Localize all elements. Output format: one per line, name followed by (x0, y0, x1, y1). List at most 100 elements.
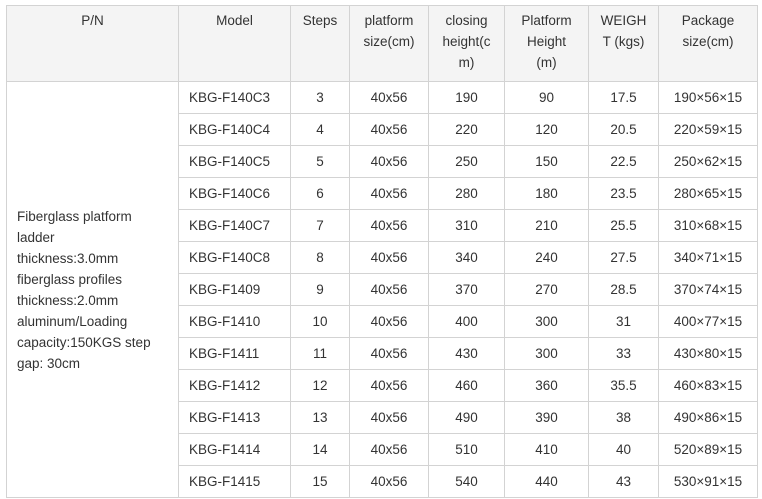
pn-description-line: aluminum/Loading (17, 313, 128, 329)
weight-cell: 40 (588, 433, 659, 466)
header-label: T (kgs) (602, 34, 645, 49)
pn-description-line: capacity:150KGS step (17, 334, 151, 350)
weight-cell: 43 (588, 465, 659, 498)
steps-cell: 3 (290, 81, 350, 114)
platform-height-cell: 300 (504, 305, 589, 338)
package-size-cell: 400×77×15 (658, 305, 758, 338)
header-label: m) (458, 55, 475, 70)
closing-height-cell: 430 (428, 337, 505, 370)
model-cell: KBG-F1409 (178, 273, 291, 306)
platform-height-cell: 360 (504, 369, 589, 402)
steps-cell: 9 (290, 273, 350, 306)
model-cell: KBG-F140C6 (178, 177, 291, 210)
package-size-cell: 280×65×15 (658, 177, 758, 210)
steps-cell: 8 (290, 241, 350, 274)
platform-height-cell: 180 (504, 177, 589, 210)
package-size-cell: 490×86×15 (658, 401, 758, 434)
platform-size-cell: 40x56 (349, 113, 429, 146)
pn-description-line: fiberglass profiles (17, 271, 123, 287)
weight-cell: 31 (588, 305, 659, 338)
weight-cell: 27.5 (588, 241, 659, 274)
pn-description-line: thickness:3.0mm (17, 250, 119, 266)
platform-height-cell: 240 (504, 241, 589, 274)
table-row: Fiberglass platform ladder thickness:3.0mm… (6, 81, 758, 498)
platform-size-cell: 40x56 (349, 465, 429, 498)
header-label: Model (216, 13, 253, 28)
model-cell: KBG-F1413 (178, 401, 291, 434)
header-label: Package (681, 13, 735, 28)
platform-size-cell: 40x56 (349, 177, 429, 210)
closing-height-cell: 510 (428, 433, 505, 466)
closing-height-cell: 370 (428, 273, 505, 306)
pn-description-line: Fiberglass platform (17, 208, 132, 224)
pn-description-line: thickness:2.0mm (17, 292, 119, 308)
package-size-cell: 370×74×15 (658, 273, 758, 306)
model-cell: KBG-F1414 (178, 433, 291, 466)
platform-size-cell: 40x56 (349, 433, 429, 466)
closing-height-cell: 220 (428, 113, 505, 146)
model-cell: KBG-F140C4 (178, 113, 291, 146)
steps-cell: 15 (290, 465, 350, 498)
package-size-cell: 520×89×15 (658, 433, 758, 466)
package-size-cell: 190×56×15 (658, 81, 758, 114)
header-label: P/N (81, 13, 104, 28)
platform-height-cell: 270 (504, 273, 589, 306)
closing-height-cell: 190 (428, 81, 505, 114)
model-cell: KBG-F140C3 (178, 81, 291, 114)
header-label: WEIGH (600, 13, 647, 28)
closing-height-cell: 490 (428, 401, 505, 434)
platform-size-cell: 40x56 (349, 273, 429, 306)
closing-height-cell: 340 (428, 241, 505, 274)
header-label: (m) (536, 55, 557, 70)
header-model: Model (178, 5, 291, 82)
closing-height-cell: 280 (428, 177, 505, 210)
weight-cell: 28.5 (588, 273, 659, 306)
platform-size-cell: 40x56 (349, 81, 429, 114)
model-cell: KBG-F140C7 (178, 209, 291, 242)
platform-height-cell: 150 (504, 145, 589, 178)
model-cell: KBG-F1410 (178, 305, 291, 338)
platform-height-cell: 390 (504, 401, 589, 434)
pn-description-cell: Fiberglass platform ladder thickness:3.0mm… (6, 81, 179, 498)
steps-cell: 4 (290, 113, 350, 146)
header-label: size(cm) (682, 34, 734, 49)
header-package-size: Package size(cm) (658, 5, 758, 82)
platform-height-cell: 210 (504, 209, 589, 242)
platform-height-cell: 90 (504, 81, 589, 114)
header-weight: WEIGH T (kgs) (588, 5, 659, 82)
steps-cell: 13 (290, 401, 350, 434)
steps-cell: 11 (290, 337, 350, 370)
closing-height-cell: 400 (428, 305, 505, 338)
package-size-cell: 220×59×15 (658, 113, 758, 146)
header-pn: P/N (6, 5, 179, 82)
platform-size-cell: 40x56 (349, 305, 429, 338)
package-size-cell: 250×62×15 (658, 145, 758, 178)
table-body: Fiberglass platform ladder thickness:3.0mm… (6, 81, 758, 498)
package-size-cell: 460×83×15 (658, 369, 758, 402)
weight-cell: 33 (588, 337, 659, 370)
platform-size-cell: 40x56 (349, 401, 429, 434)
steps-cell: 6 (290, 177, 350, 210)
header-label: height(c (442, 34, 491, 49)
pn-description-line: gap: 30cm (17, 355, 81, 371)
closing-height-cell: 540 (428, 465, 505, 498)
header-label: platform (364, 13, 414, 28)
closing-height-cell: 460 (428, 369, 505, 402)
pn-description-line: ladder (17, 229, 55, 245)
steps-cell: 7 (290, 209, 350, 242)
header-label: closing (445, 13, 488, 28)
weight-cell: 25.5 (588, 209, 659, 242)
platform-size-cell: 40x56 (349, 209, 429, 242)
